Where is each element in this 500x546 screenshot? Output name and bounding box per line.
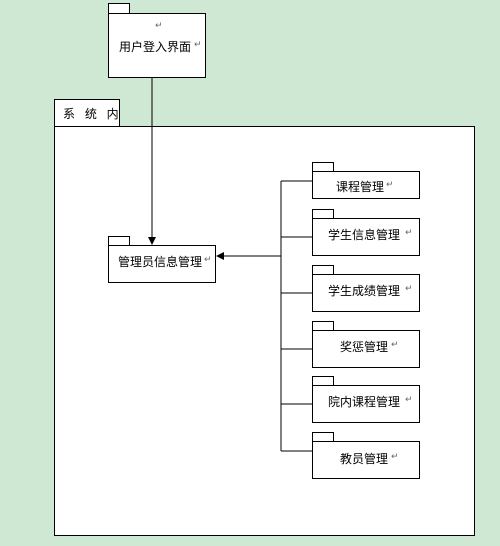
system-package-tab xyxy=(54,99,120,127)
module-mark-student-grades: ↵ xyxy=(405,284,413,294)
admin-package-label: 管理员信息管理 xyxy=(118,255,203,269)
login-mark-top: ↵ xyxy=(155,21,163,31)
module-mark-student-info: ↵ xyxy=(405,228,413,238)
module-package-teacher xyxy=(312,441,420,479)
login-package-label: 用户登入界面 xyxy=(119,40,192,54)
module-package-student-grades xyxy=(312,274,420,312)
module-label-teacher: 教员管理 xyxy=(340,452,389,466)
login-package xyxy=(108,13,206,78)
module-package-rewards xyxy=(312,330,420,368)
module-label-rewards: 奖惩管理 xyxy=(340,340,389,354)
admin-package xyxy=(108,245,216,283)
module-package-dept-course xyxy=(312,385,420,423)
module-mark-course: ↵ xyxy=(386,180,394,190)
system-package-label: 系 统 内 xyxy=(63,107,122,121)
module-label-student-grades: 学生成绩管理 xyxy=(328,284,401,298)
module-label-dept-course: 院内课程管理 xyxy=(328,395,401,409)
module-package-student-info xyxy=(312,218,420,256)
module-label-student-info: 学生信息管理 xyxy=(328,228,401,242)
login-mark: ↵ xyxy=(194,40,202,50)
module-label-course: 课程管理 xyxy=(336,180,385,194)
admin-mark: ↵ xyxy=(204,255,212,265)
module-mark-dept-course: ↵ xyxy=(405,395,413,405)
module-mark-rewards: ↵ xyxy=(391,340,399,350)
module-package-course xyxy=(312,171,420,199)
module-mark-teacher: ↵ xyxy=(391,452,399,462)
